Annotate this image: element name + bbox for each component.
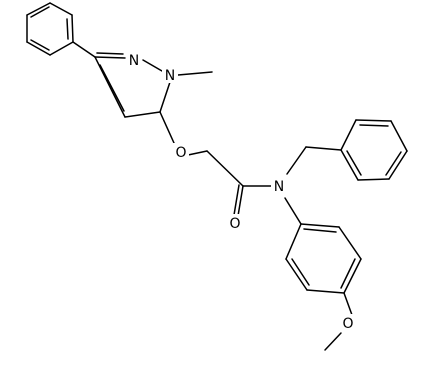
phenyl-ring-top xyxy=(26,2,74,56)
svg-text:N: N xyxy=(129,53,139,69)
atom-n-methyl-ring: N xyxy=(162,66,178,84)
atom-o-carbonyl: O xyxy=(227,214,243,232)
phenyl-ring-methoxy xyxy=(285,223,362,294)
atom-o-ether: O xyxy=(173,143,189,161)
bond-aryl-o-methoxy xyxy=(343,292,353,316)
svg-text:O: O xyxy=(342,316,353,332)
atom-o-methoxy: O xyxy=(340,314,356,332)
pyrazole-ring xyxy=(94,52,171,118)
phenyl-ring-benzyl xyxy=(340,119,408,181)
bond-n-aryl xyxy=(284,197,302,225)
bond-carbonyl-o-2 xyxy=(233,184,240,216)
bond-ch2-phenyl xyxy=(305,146,342,151)
atom-n-ring: N xyxy=(126,51,142,69)
bond-o-ch2 xyxy=(187,150,208,156)
bond-ch2-carbonyl xyxy=(206,150,244,187)
bond-phenyl-pyrazole xyxy=(72,41,96,58)
svg-text:O: O xyxy=(175,145,186,161)
svg-text:N: N xyxy=(274,179,284,195)
bond-n-methyl xyxy=(177,71,213,76)
atom-n-amide: N xyxy=(271,177,287,195)
svg-text:N: N xyxy=(165,68,175,84)
svg-text:O: O xyxy=(229,216,240,232)
bond-c5-o-ether xyxy=(159,111,175,144)
bond-carbonyl-o xyxy=(237,185,244,217)
bond-o-methyl xyxy=(324,332,342,351)
bond-n-ch2-benzyl xyxy=(286,146,307,175)
